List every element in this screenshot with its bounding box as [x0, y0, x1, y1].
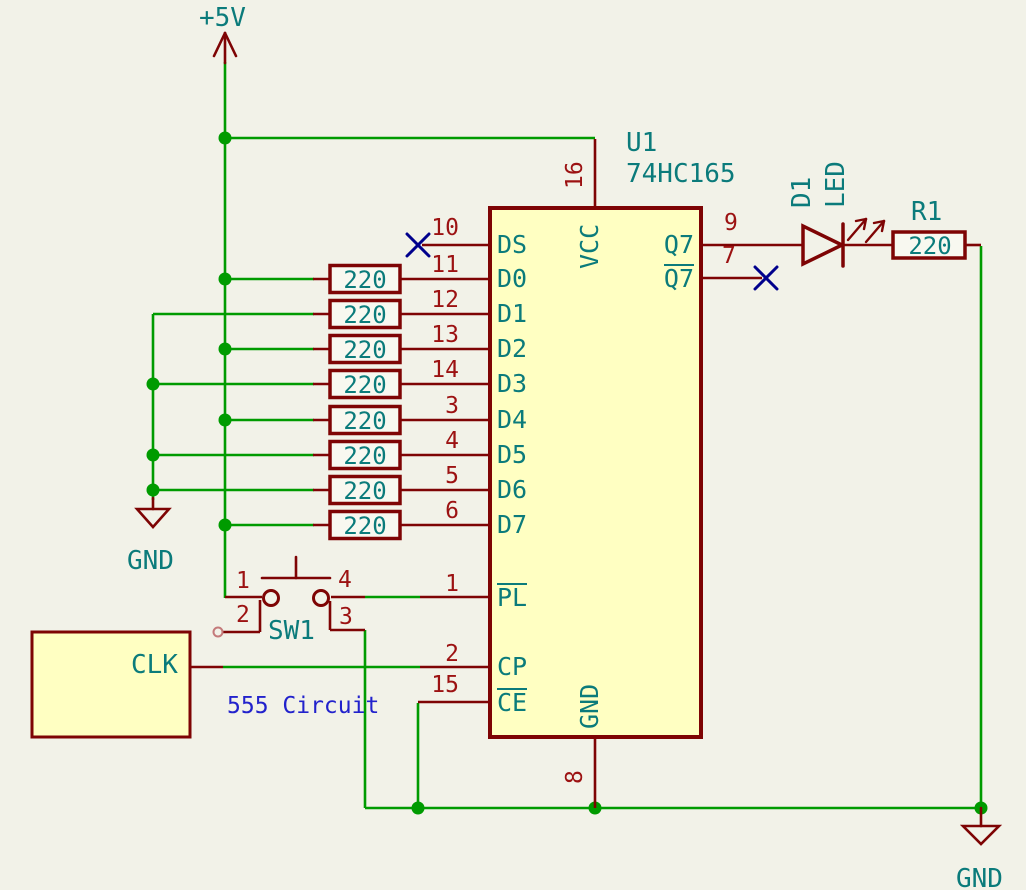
resistor-body[interactable] — [328, 404, 402, 436]
pin-number-2: 2 — [445, 641, 459, 667]
led-value[interactable]: LED — [821, 161, 851, 208]
sw1-pin-number-3: 3 — [339, 604, 353, 630]
junction-dot — [218, 131, 232, 145]
power-flag-5v[interactable] — [212, 31, 238, 65]
pin-name-q7: Q7 — [663, 230, 694, 259]
resistor-r1[interactable] — [891, 230, 981, 260]
resistor-value[interactable]: 220 — [343, 477, 387, 505]
dangling-end-marker — [212, 626, 224, 638]
pin-name-d6: D6 — [497, 475, 528, 504]
sw1-pin-number-1: 1 — [236, 568, 250, 594]
pin-name-ds: DS — [497, 230, 528, 259]
resistor-body[interactable] — [328, 368, 402, 400]
pin-number-9: 9 — [724, 210, 738, 236]
pin-name-d2: D2 — [497, 334, 528, 363]
pin-name-d0: D0 — [497, 264, 528, 293]
r1-reference[interactable]: R1 — [911, 197, 943, 227]
gnd-label-right[interactable]: GND — [956, 864, 1003, 890]
gnd-symbol-right[interactable] — [959, 806, 1003, 846]
resistor-value[interactable]: 220 — [343, 371, 387, 399]
resistor-body[interactable] — [328, 474, 402, 506]
pin-number-8: 8 — [562, 770, 588, 784]
pin-number-14: 14 — [431, 357, 459, 383]
pin-name-d3: D3 — [497, 369, 528, 398]
junction-dot — [218, 518, 232, 532]
pin-number-1: 1 — [445, 571, 459, 597]
clock-note[interactable]: 555 Circuit — [227, 693, 380, 719]
r1-value[interactable]: 220 — [908, 232, 952, 260]
clock-box-label: CLK — [131, 650, 178, 680]
pin-number-15: 15 — [431, 672, 459, 698]
gnd-symbol-left[interactable] — [134, 496, 172, 529]
gnd-label-left[interactable]: GND — [127, 546, 174, 576]
pin-number-3: 3 — [445, 393, 459, 419]
pin-name-ce: CE — [497, 688, 528, 717]
led-reference[interactable]: D1 — [787, 176, 817, 208]
pin-name-d7: D7 — [497, 510, 528, 539]
sw1-pin-number-2: 2 — [236, 602, 250, 628]
resistor-value[interactable]: 220 — [343, 336, 387, 364]
resistor-body[interactable] — [328, 263, 402, 295]
pin-name-d4: D4 — [497, 405, 528, 434]
resistor-body[interactable] — [891, 230, 967, 260]
resistor-body[interactable] — [328, 298, 402, 330]
ic-pins[interactable] — [399, 139, 803, 808]
clock-box-555[interactable] — [30, 630, 223, 739]
resistor-value[interactable]: 220 — [343, 266, 387, 294]
led-symbol-d1[interactable] — [801, 217, 893, 268]
ic-value[interactable]: 74HC165 — [626, 159, 736, 189]
pin-number-10: 10 — [431, 215, 459, 241]
no-connect-x-q7bar[interactable] — [753, 265, 779, 291]
resistor-body[interactable] — [328, 333, 402, 365]
wires[interactable] — [151, 62, 983, 810]
junction-dot — [218, 342, 232, 356]
pin-number-7: 7 — [722, 243, 736, 269]
pin-name-q7bar: Q7 — [663, 264, 694, 293]
pin-number-5: 5 — [445, 463, 459, 489]
resistor-value[interactable]: 220 — [343, 301, 387, 329]
ic-reference[interactable]: U1 — [626, 128, 658, 158]
pin-number-6: 6 — [445, 498, 459, 524]
resistor-body[interactable] — [328, 509, 402, 541]
junction-dot — [146, 377, 160, 391]
pin-name-cp: CP — [497, 652, 528, 681]
resistor-body[interactable] — [328, 439, 402, 471]
pin-number-4: 4 — [445, 428, 459, 454]
pin-number-16: 16 — [562, 161, 588, 189]
junction-dot — [146, 448, 160, 462]
pin-number-13: 13 — [431, 322, 459, 348]
pin-name-gnd: GND — [575, 683, 604, 729]
ic-body-u1[interactable] — [488, 206, 703, 739]
junction-dot — [218, 413, 232, 427]
switch-sw1[interactable] — [212, 555, 366, 638]
sw1-pin-number-4: 4 — [338, 567, 352, 593]
pin-name-pl: PL — [497, 583, 528, 612]
junction-dot — [146, 483, 160, 497]
power-label-5v[interactable]: +5V — [199, 3, 246, 33]
resistor-value[interactable]: 220 — [343, 407, 387, 435]
pin-name-vcc: VCC — [575, 223, 604, 269]
resistor-value[interactable]: 220 — [343, 512, 387, 540]
no-connect-x-ds[interactable] — [405, 232, 431, 258]
pin-name-d1: D1 — [497, 299, 528, 328]
junction-dot — [411, 801, 425, 815]
pin-number-12: 12 — [431, 287, 459, 313]
junction-dot — [218, 272, 232, 286]
sw1-reference[interactable]: SW1 — [268, 616, 315, 646]
junction-dots — [146, 131, 988, 815]
pin-name-d5: D5 — [497, 440, 528, 469]
pin-number-11: 11 — [431, 252, 459, 278]
resistor-value[interactable]: 220 — [343, 442, 387, 470]
resistor-bank[interactable] — [313, 263, 402, 541]
clock-box-body[interactable] — [30, 630, 192, 739]
